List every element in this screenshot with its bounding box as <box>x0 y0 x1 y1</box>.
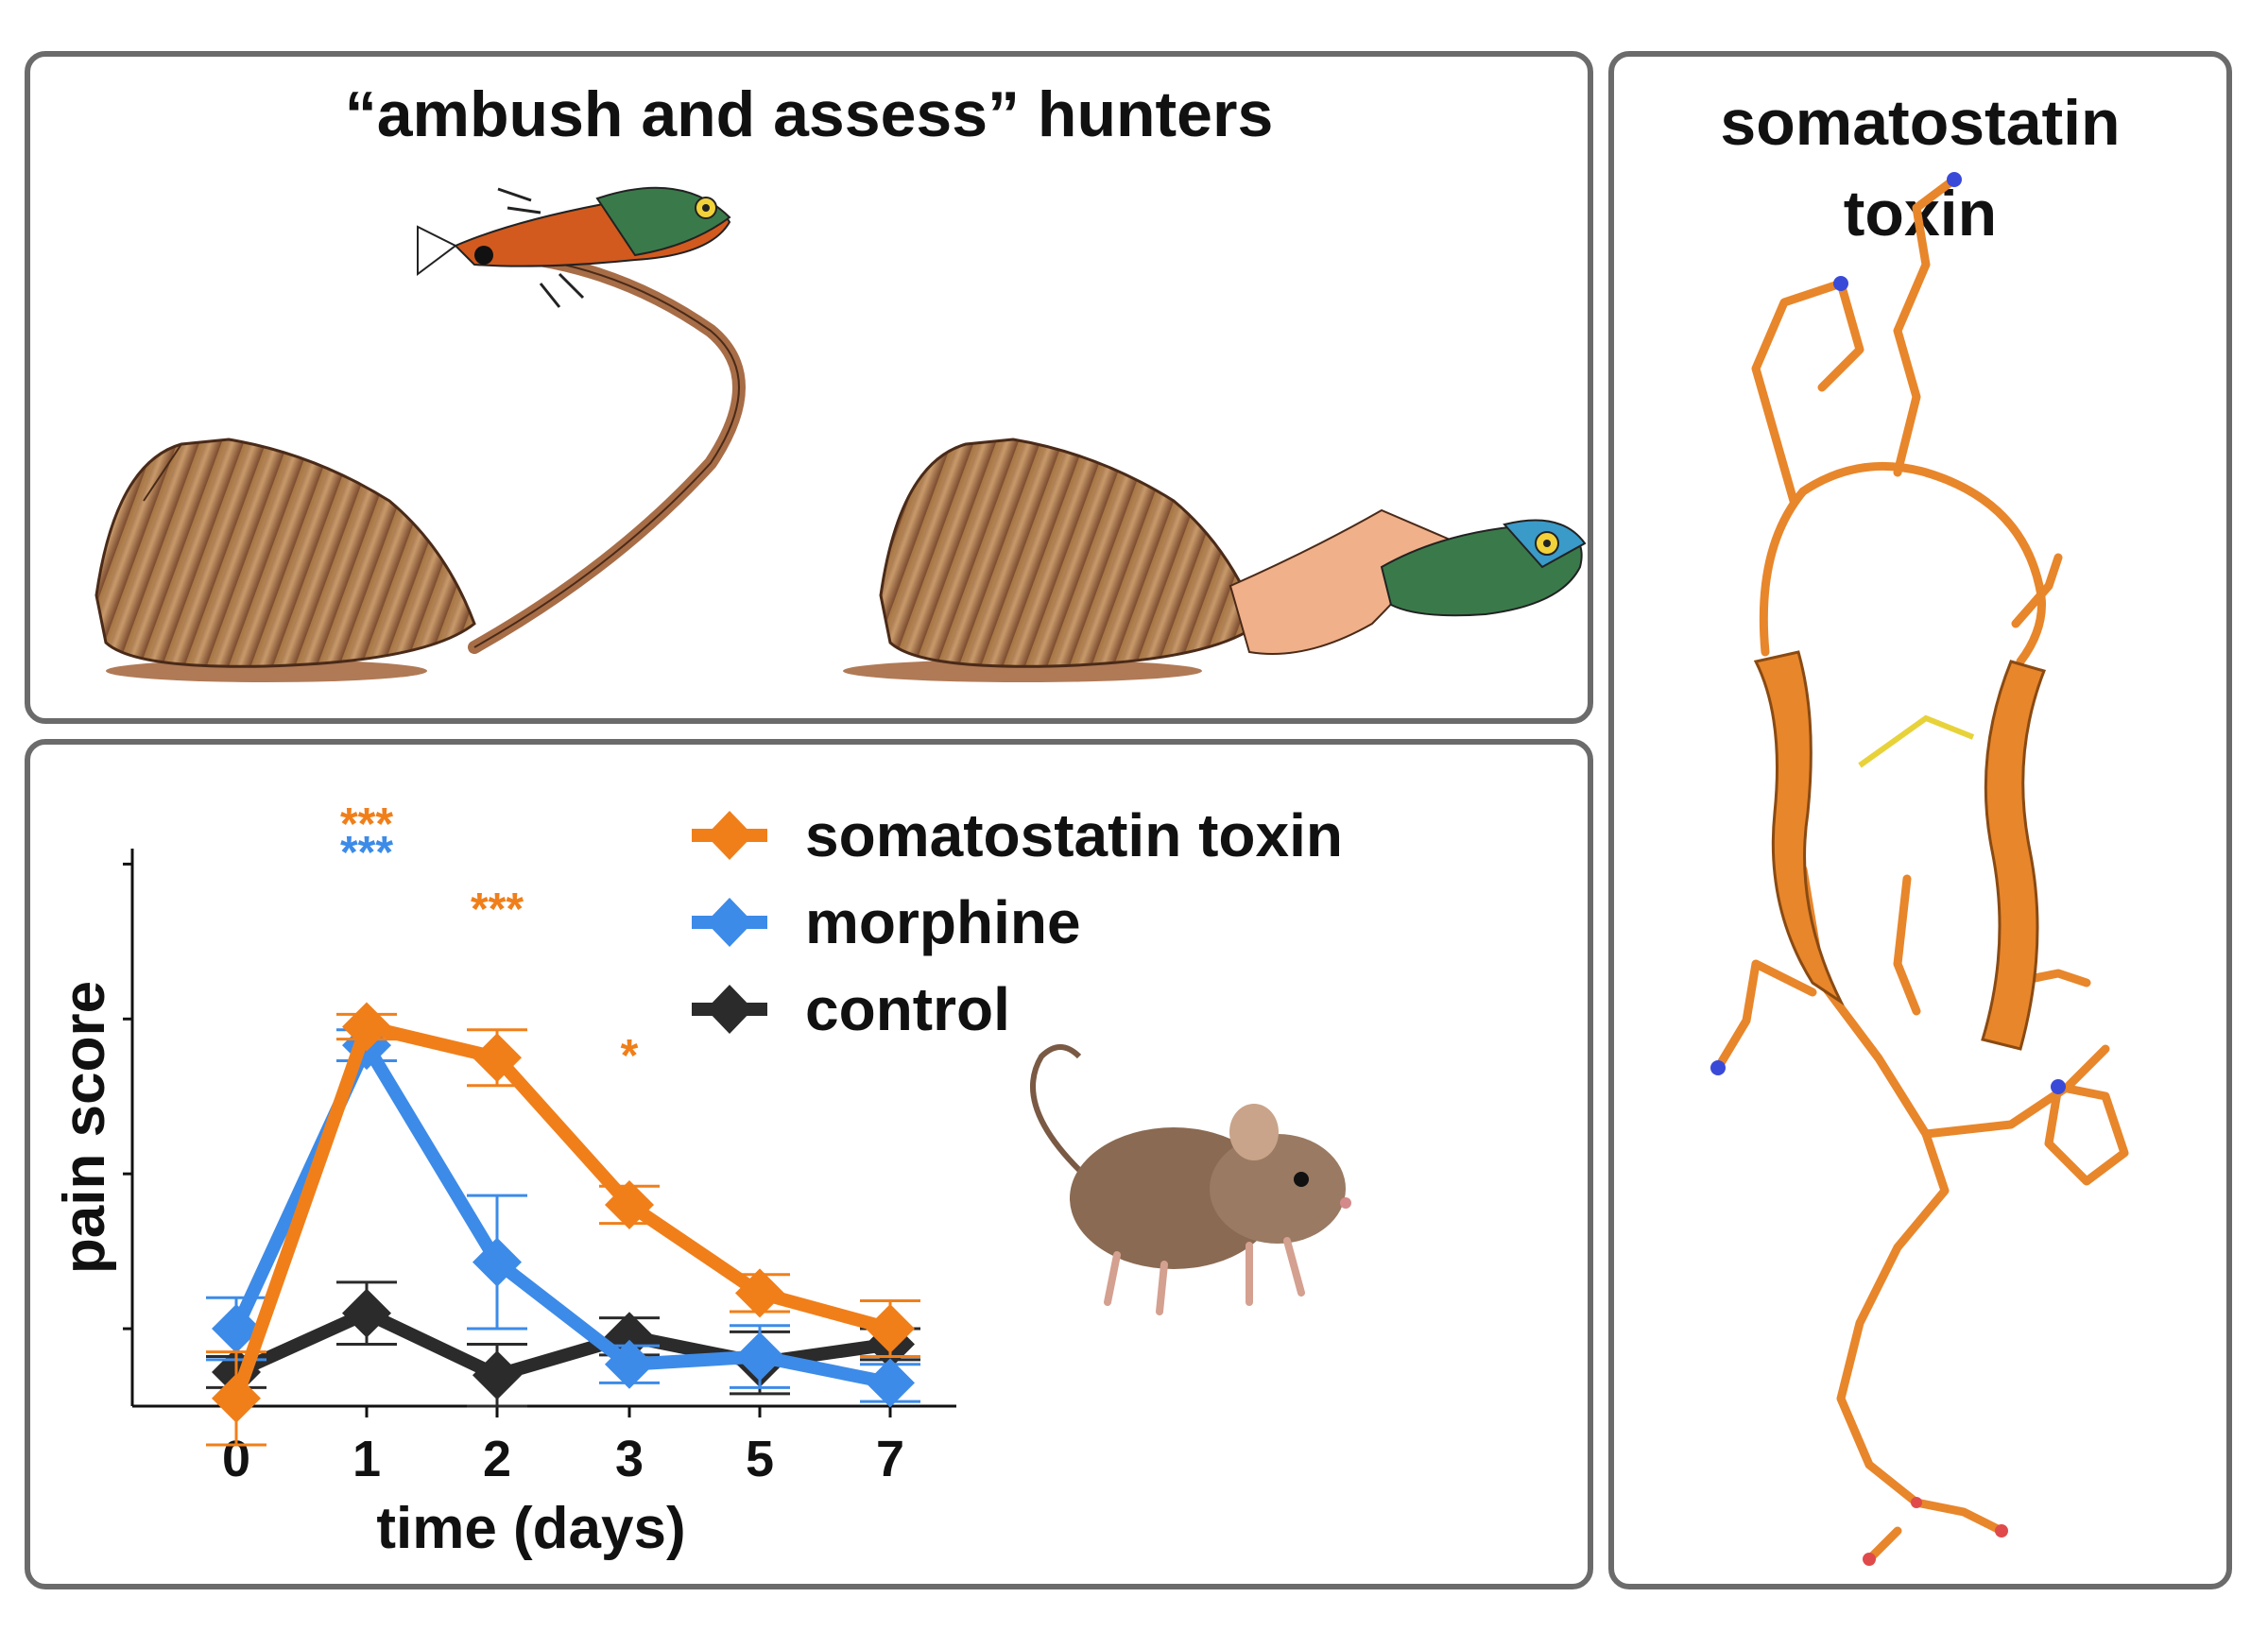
x-tick-label: 5 <box>746 1431 774 1487</box>
legend-label: somatostatin toxin <box>805 801 1343 869</box>
disulfide-bond <box>1858 714 1975 768</box>
left-snail <box>94 249 746 682</box>
x-tick-label: 3 <box>615 1431 644 1487</box>
series-line <box>230 1020 892 1401</box>
significance-label: *** <box>340 799 393 850</box>
hunters-title: “ambush and assess” hunters <box>344 78 1274 150</box>
significance-label: * <box>621 1031 639 1081</box>
legend-marker <box>706 811 753 860</box>
series-2 <box>206 1280 920 1408</box>
data-point <box>342 1002 391 1052</box>
peptide-structure-illustration <box>1710 172 2129 1566</box>
significance-label: *** <box>471 885 524 935</box>
cone-snail-illustration <box>94 186 1587 682</box>
legend: somatostatin toxin morphine control <box>692 801 1343 1043</box>
legend-item-control: control <box>692 975 1010 1043</box>
legend-label: control <box>805 975 1010 1043</box>
beta-strand-right <box>1981 660 2046 1051</box>
mouse-illustration <box>1030 1044 1351 1315</box>
data-point <box>605 1179 654 1229</box>
series-layer <box>206 1002 920 1447</box>
x-tick-label: 2 <box>483 1431 511 1487</box>
fish-prey-1 <box>417 186 731 308</box>
data-point <box>735 1268 784 1318</box>
significance-layer: ********** <box>340 799 639 1081</box>
data-point <box>342 1288 391 1338</box>
data-point <box>472 1350 522 1400</box>
toxin-title-line1: somatostatin <box>1720 87 2121 159</box>
right-snail <box>843 438 1450 682</box>
legend-item-somatostatin-toxin: somatostatin toxin <box>692 801 1343 869</box>
hunters-panel: “ambush and assess” hunters <box>25 51 1593 724</box>
data-point <box>605 1339 654 1389</box>
x-axis-label: time (days) <box>376 1496 685 1561</box>
data-point <box>212 1304 261 1354</box>
beta-strand-left <box>1753 650 1845 1006</box>
data-point <box>866 1358 915 1408</box>
x-tick-label: 7 <box>876 1431 904 1487</box>
toxin-structure-panel: somatostatin toxin <box>1608 51 2232 1589</box>
legend-marker <box>706 985 753 1034</box>
data-point <box>866 1304 915 1354</box>
x-tick-label: 1 <box>352 1431 381 1487</box>
y-axis-ticks <box>123 862 132 1331</box>
data-point <box>472 1033 522 1083</box>
fish-prey-2 <box>1380 519 1587 617</box>
legend-label: morphine <box>805 888 1081 956</box>
significance-label: *** <box>340 828 393 878</box>
legend-item-morphine: morphine <box>692 888 1081 956</box>
data-point <box>472 1237 522 1287</box>
toxin-title: somatostatin toxin <box>1614 77 2226 259</box>
data-point <box>735 1331 784 1382</box>
data-point <box>212 1373 261 1423</box>
legend-marker <box>706 898 753 947</box>
series-0 <box>206 1002 920 1447</box>
y-axis-label: pain score <box>52 981 117 1274</box>
